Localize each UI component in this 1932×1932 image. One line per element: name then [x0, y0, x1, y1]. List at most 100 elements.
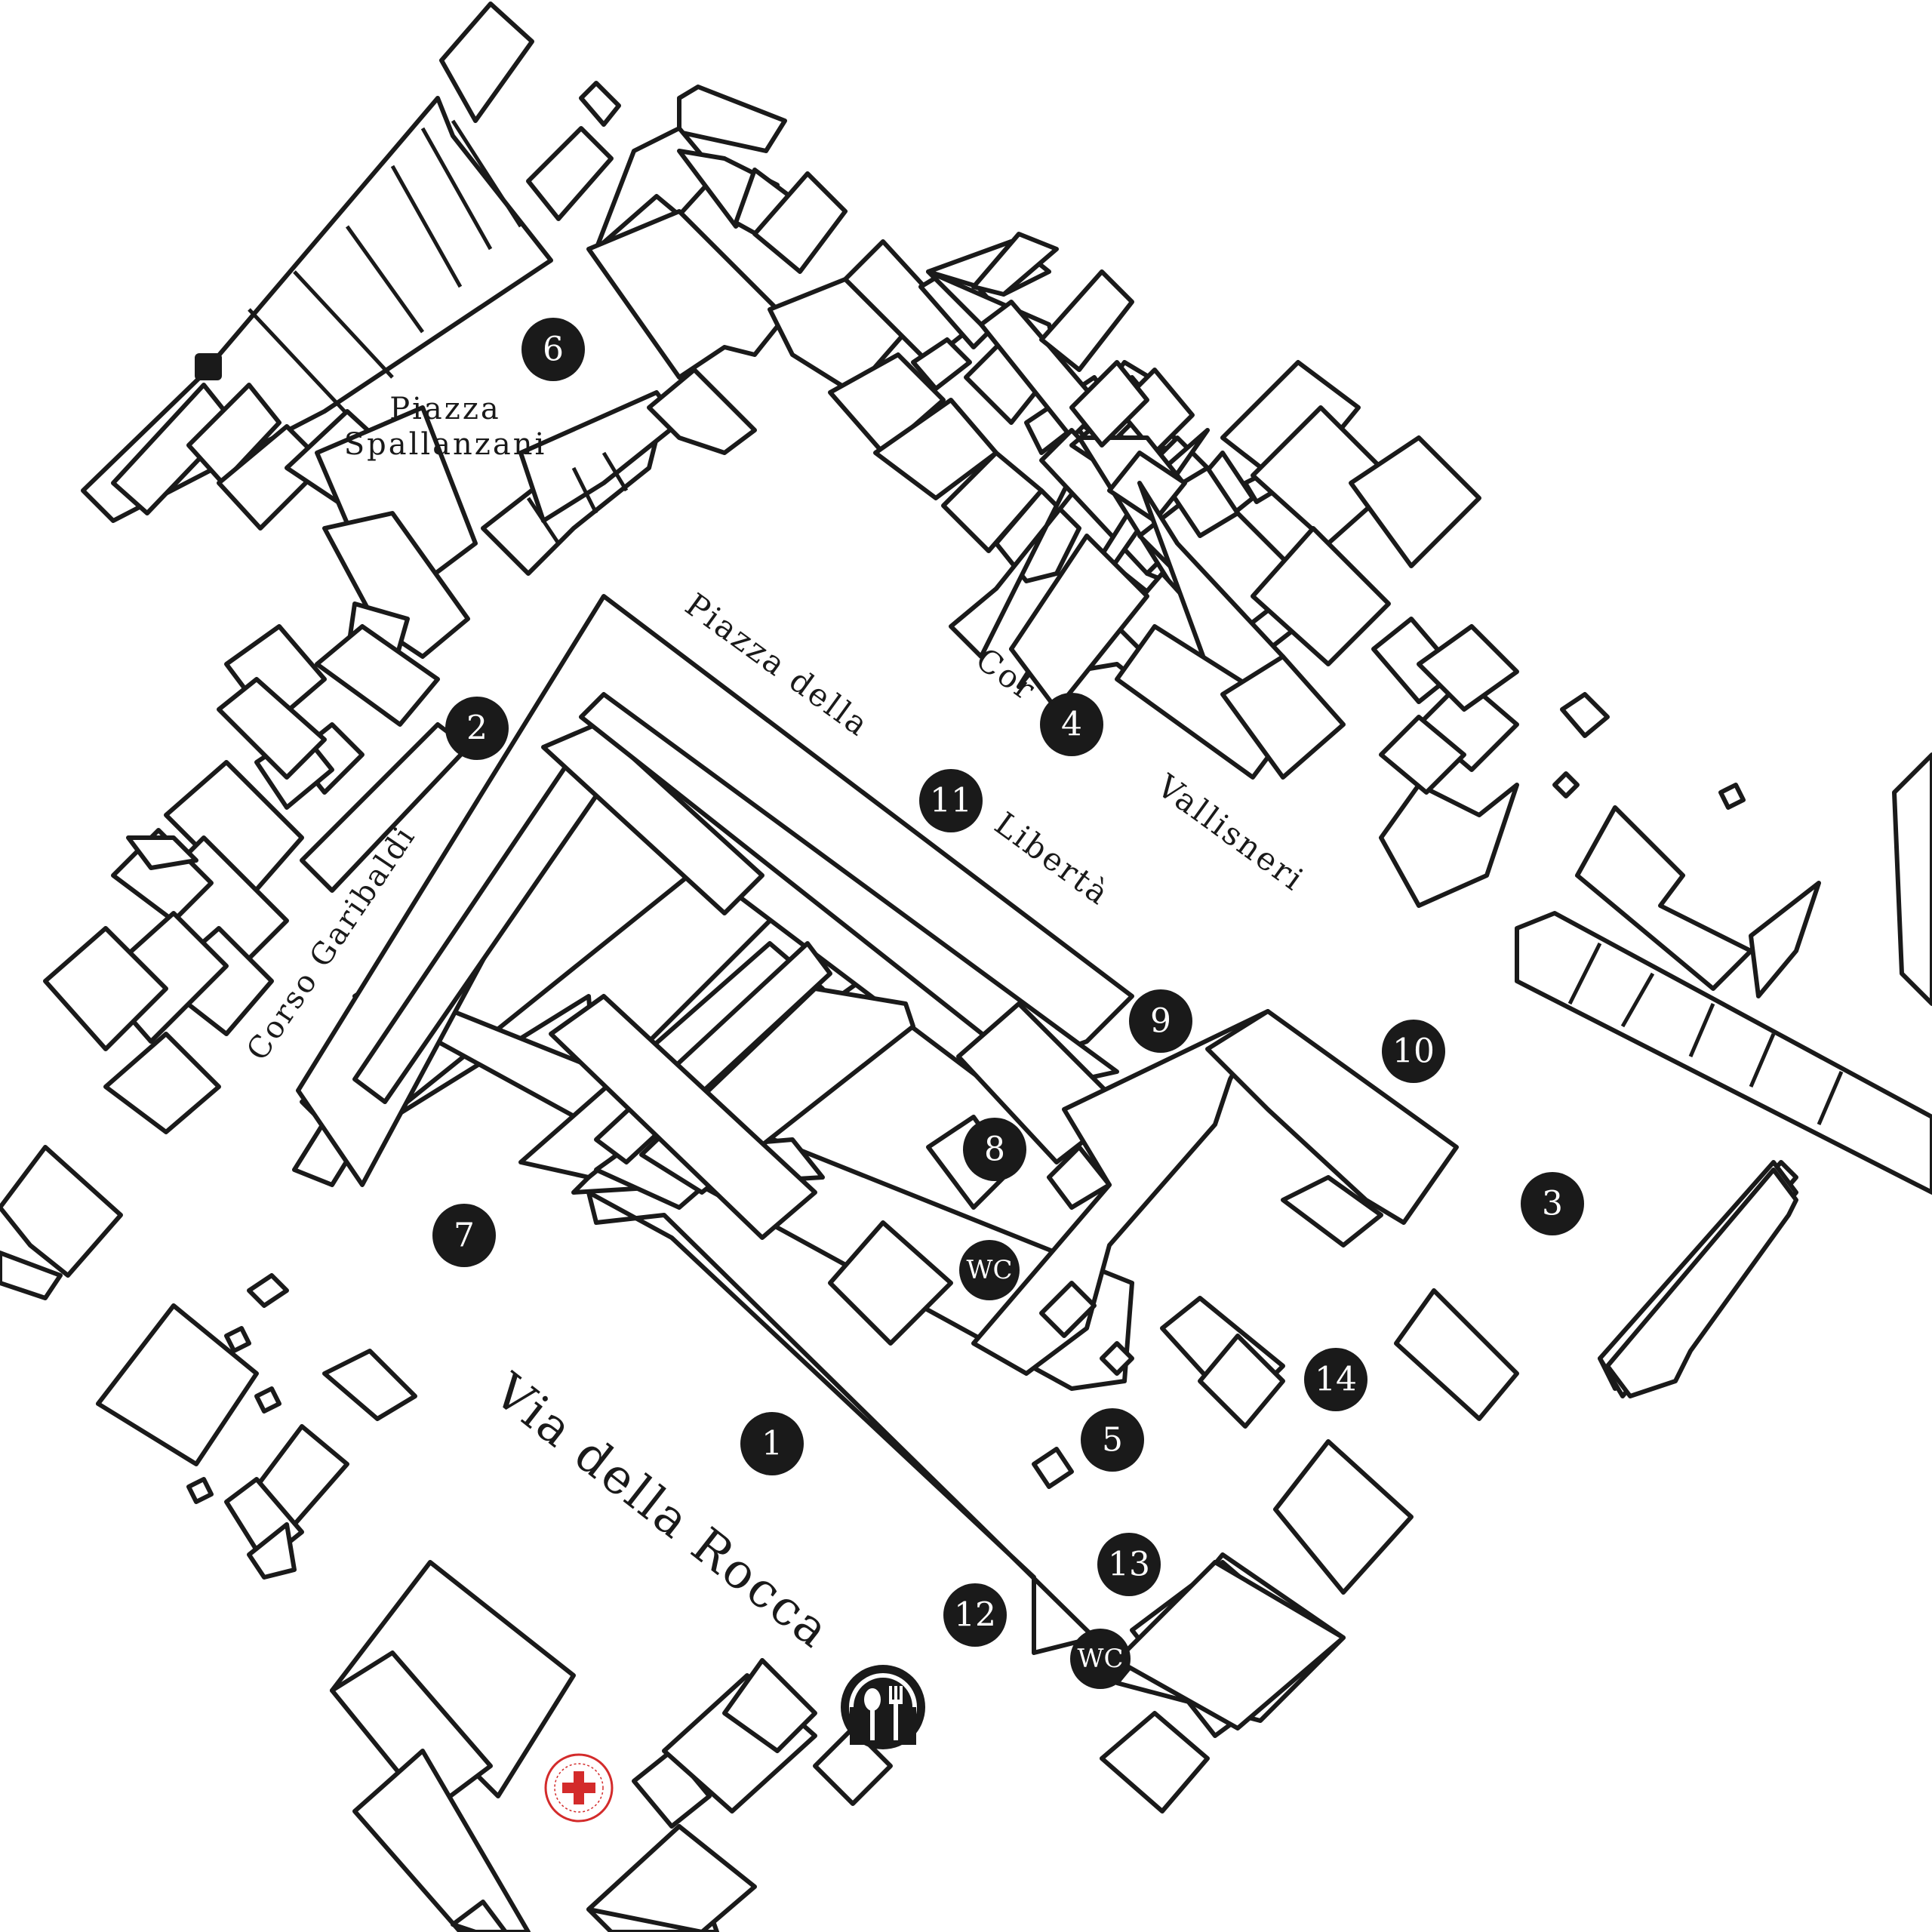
street-label-piazza-spallanzani: Piazza [389, 392, 501, 426]
building [1100, 1711, 1210, 1814]
building [96, 1303, 259, 1466]
marker-9[interactable]: 9 [1129, 989, 1192, 1053]
svg-text:13: 13 [1108, 1546, 1150, 1584]
building [224, 1326, 251, 1353]
building [1560, 692, 1610, 738]
building [247, 1273, 289, 1308]
building [1220, 654, 1346, 780]
building [186, 1477, 214, 1504]
marker-5[interactable]: 5 [1081, 1408, 1144, 1472]
building [971, 232, 1059, 297]
marker-14[interactable]: 14 [1304, 1348, 1367, 1411]
building [1892, 752, 1932, 1006]
building [1394, 1288, 1519, 1421]
marker-4[interactable]: 4 [1040, 693, 1103, 756]
building [1039, 1281, 1097, 1338]
building [579, 692, 1119, 1089]
marker-7[interactable]: 7 [432, 1204, 496, 1267]
building [549, 994, 817, 1240]
marker-1[interactable]: 1 [740, 1412, 804, 1475]
building [217, 677, 327, 780]
building [541, 722, 764, 915]
building [1281, 1175, 1383, 1247]
building [1379, 715, 1466, 795]
svg-text:6: 6 [543, 331, 564, 369]
building [828, 352, 946, 455]
street-label-via-della-rocca: Via della Rocca [482, 1363, 841, 1660]
svg-text:4: 4 [1061, 706, 1082, 744]
marker-8[interactable]: 8 [963, 1118, 1026, 1181]
svg-text:WC: WC [1078, 1644, 1124, 1674]
building [1009, 534, 1149, 712]
street-label-piazza-della-liberta: Libertà [988, 804, 1117, 912]
building [254, 1386, 281, 1414]
street-label-corso-vallisneri: Vallisneri [1149, 767, 1312, 899]
building [1039, 269, 1134, 372]
restaurant-icon[interactable] [841, 1665, 925, 1749]
svg-text:9: 9 [1150, 1002, 1171, 1041]
building [1379, 783, 1519, 908]
building [43, 926, 168, 1051]
building [1047, 1145, 1112, 1210]
building [526, 126, 614, 221]
svg-text:8: 8 [984, 1131, 1005, 1169]
svg-text:2: 2 [466, 709, 488, 748]
wc-marker[interactable]: WC [959, 1240, 1020, 1300]
building [322, 1349, 417, 1421]
marker-6[interactable]: 6 [521, 318, 585, 381]
building [1417, 624, 1519, 712]
building [352, 1749, 531, 1932]
building [315, 624, 440, 727]
svg-text:10: 10 [1392, 1032, 1435, 1071]
svg-text:3: 3 [1542, 1185, 1563, 1223]
marker-12[interactable]: 12 [943, 1583, 1007, 1647]
building [247, 1522, 297, 1580]
svg-text:WC: WC [967, 1255, 1013, 1285]
building [126, 835, 198, 870]
wc-marker[interactable]: WC [1070, 1629, 1131, 1689]
building [1749, 881, 1821, 998]
svg-text:14: 14 [1315, 1361, 1357, 1399]
marker-2[interactable]: 2 [445, 697, 509, 760]
building [1605, 1168, 1798, 1398]
building [1168, 466, 1240, 538]
building [586, 1190, 1097, 1655]
building [647, 368, 757, 455]
building [1069, 360, 1149, 448]
svg-text:7: 7 [454, 1217, 475, 1255]
building [1198, 1334, 1285, 1429]
building [1718, 783, 1746, 810]
street-label-piazza-spallanzani: Spallanzani [344, 427, 547, 462]
building [1349, 435, 1481, 568]
svg-text:1: 1 [761, 1425, 783, 1463]
marker-3[interactable]: 3 [1521, 1172, 1584, 1235]
building [1032, 1447, 1074, 1489]
building [451, 1900, 508, 1932]
building [186, 383, 281, 485]
building [1575, 805, 1753, 991]
markers: 1 2 3 4 5 6 7 8 9 10 11 12 13 14 WC WC [432, 318, 1584, 1689]
building [103, 1032, 221, 1134]
building [1205, 1009, 1459, 1225]
building [677, 85, 787, 153]
building [586, 209, 787, 380]
building [911, 337, 972, 391]
marker-10[interactable]: 10 [1382, 1020, 1445, 1083]
building [1273, 1439, 1414, 1595]
svg-text:12: 12 [954, 1596, 996, 1635]
building [0, 1251, 63, 1300]
building [586, 1824, 757, 1932]
square-marker [195, 353, 222, 380]
red-cross-icon[interactable] [544, 1753, 614, 1823]
building [752, 171, 848, 274]
building [1115, 1560, 1346, 1730]
building [1515, 911, 1932, 1195]
building [439, 2, 534, 123]
building [1100, 1341, 1134, 1376]
marker-11[interactable]: 11 [919, 769, 983, 832]
building [1251, 526, 1391, 666]
building [0, 1145, 123, 1278]
marker-13[interactable]: 13 [1097, 1533, 1161, 1596]
svg-text:5: 5 [1102, 1421, 1123, 1460]
